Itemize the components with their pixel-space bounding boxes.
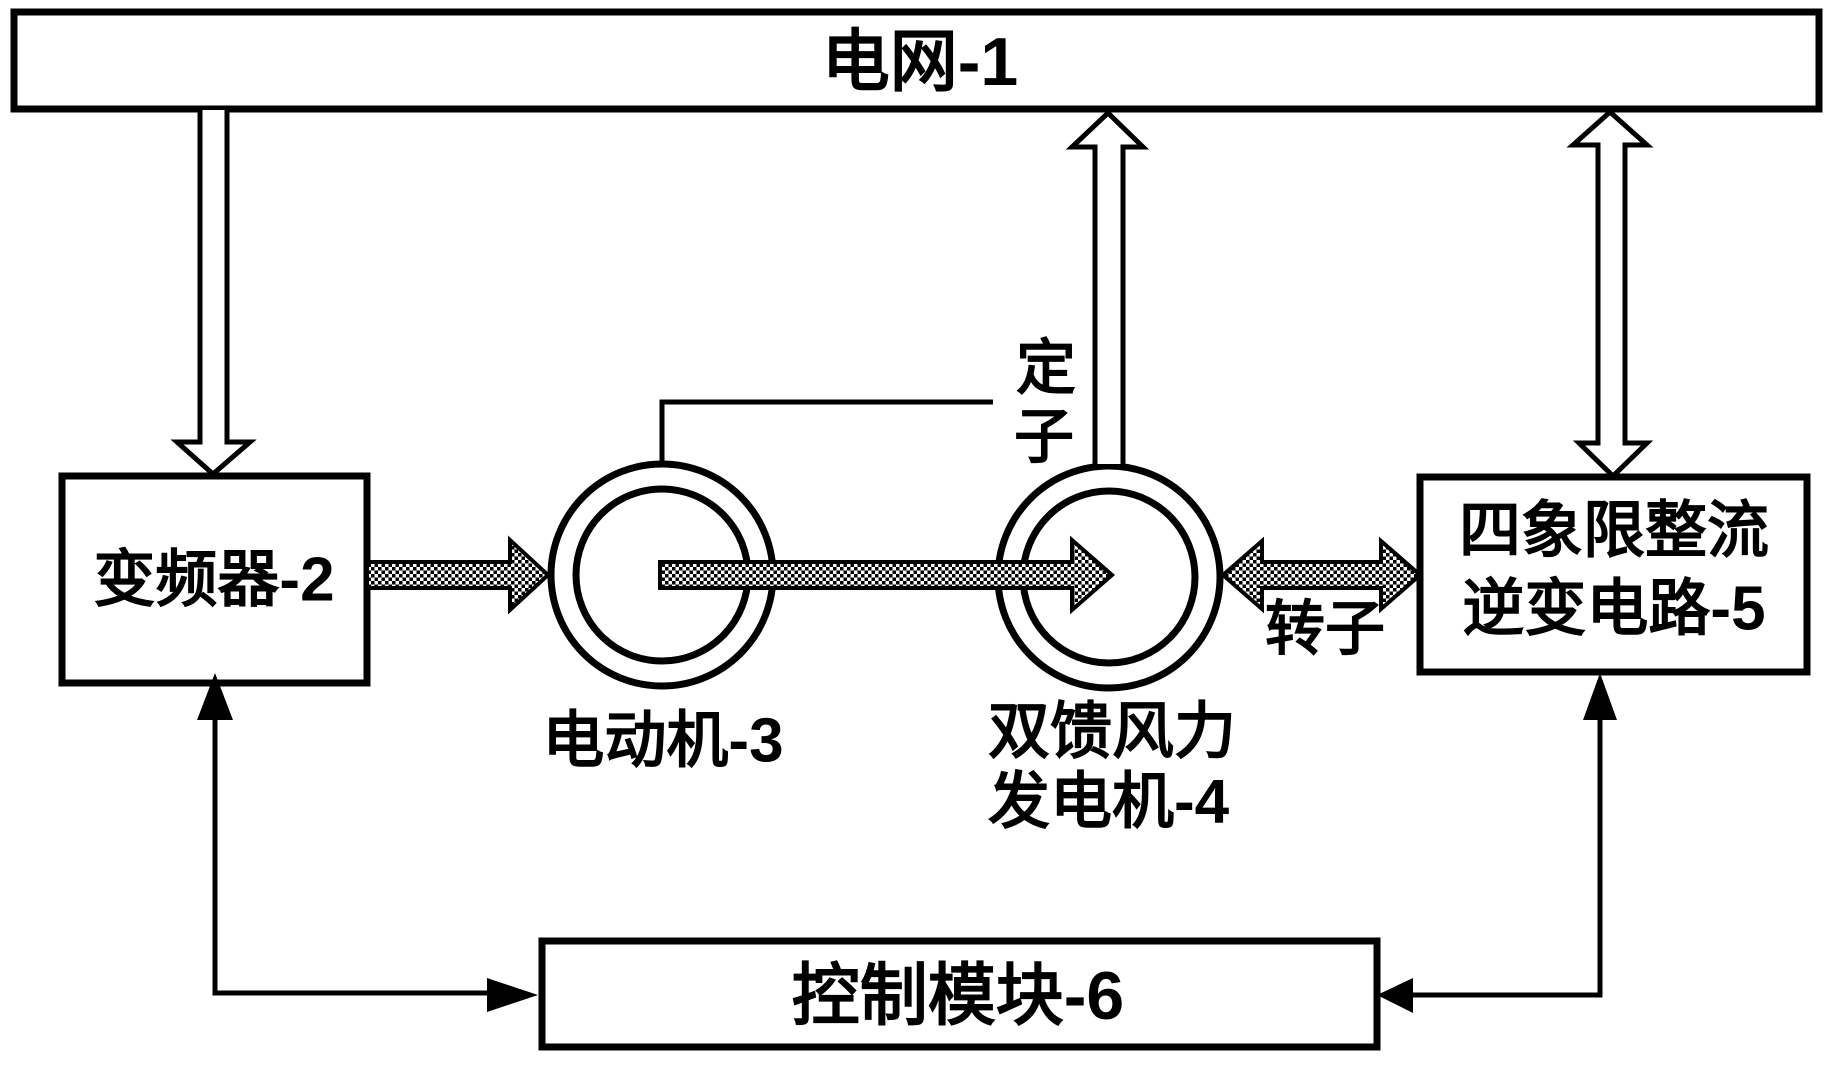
node-generator-label-line1: 双馈风力 — [988, 698, 1236, 767]
node-quadrant-label-line1: 四象限整流 — [1459, 497, 1769, 566]
node-grid: 电网-1 — [10, 8, 1823, 113]
arrow-rotor-quadrant-bidirectional — [1219, 536, 1424, 614]
node-motor-label: 电动机-3 — [542, 707, 783, 776]
stator-leader-line — [659, 399, 993, 467]
node-quadrant: 四象限整流 逆变电路-5 — [1416, 473, 1811, 676]
arrow-stator-to-grid — [1065, 109, 1150, 464]
arrow-grid-quadrant-bidirectional — [1566, 108, 1654, 480]
connector-control-quadrant — [1377, 673, 1617, 1013]
node-grid-label: 电网-1 — [822, 24, 1018, 100]
arrow-converter-to-motor — [365, 535, 551, 615]
stator-label-char2: 子 — [1014, 404, 1074, 471]
node-converter-label: 变频器-2 — [93, 546, 334, 615]
arrowhead-right-into-control — [487, 978, 538, 1012]
node-generator-label-line2: 发电机-4 — [988, 768, 1230, 837]
arrowhead-up-into-quadrant — [1583, 673, 1617, 720]
arrowhead-left-into-control — [1377, 978, 1413, 1013]
node-control: 控制模块-6 — [538, 937, 1381, 1051]
node-quadrant-label-line2: 逆变电路-5 — [1462, 575, 1765, 644]
node-converter: 变频器-2 — [58, 472, 371, 687]
rotor-label: 转子 — [1265, 596, 1385, 663]
stator-label-char1: 定 — [1016, 335, 1076, 402]
arrow-grid-to-converter — [170, 110, 257, 478]
connector-control-converter — [197, 673, 538, 1012]
arrowhead-up-into-converter — [197, 673, 233, 720]
node-control-label: 控制模块-6 — [792, 958, 1124, 1034]
arrow-motor-to-generator-shaft — [658, 535, 1116, 615]
